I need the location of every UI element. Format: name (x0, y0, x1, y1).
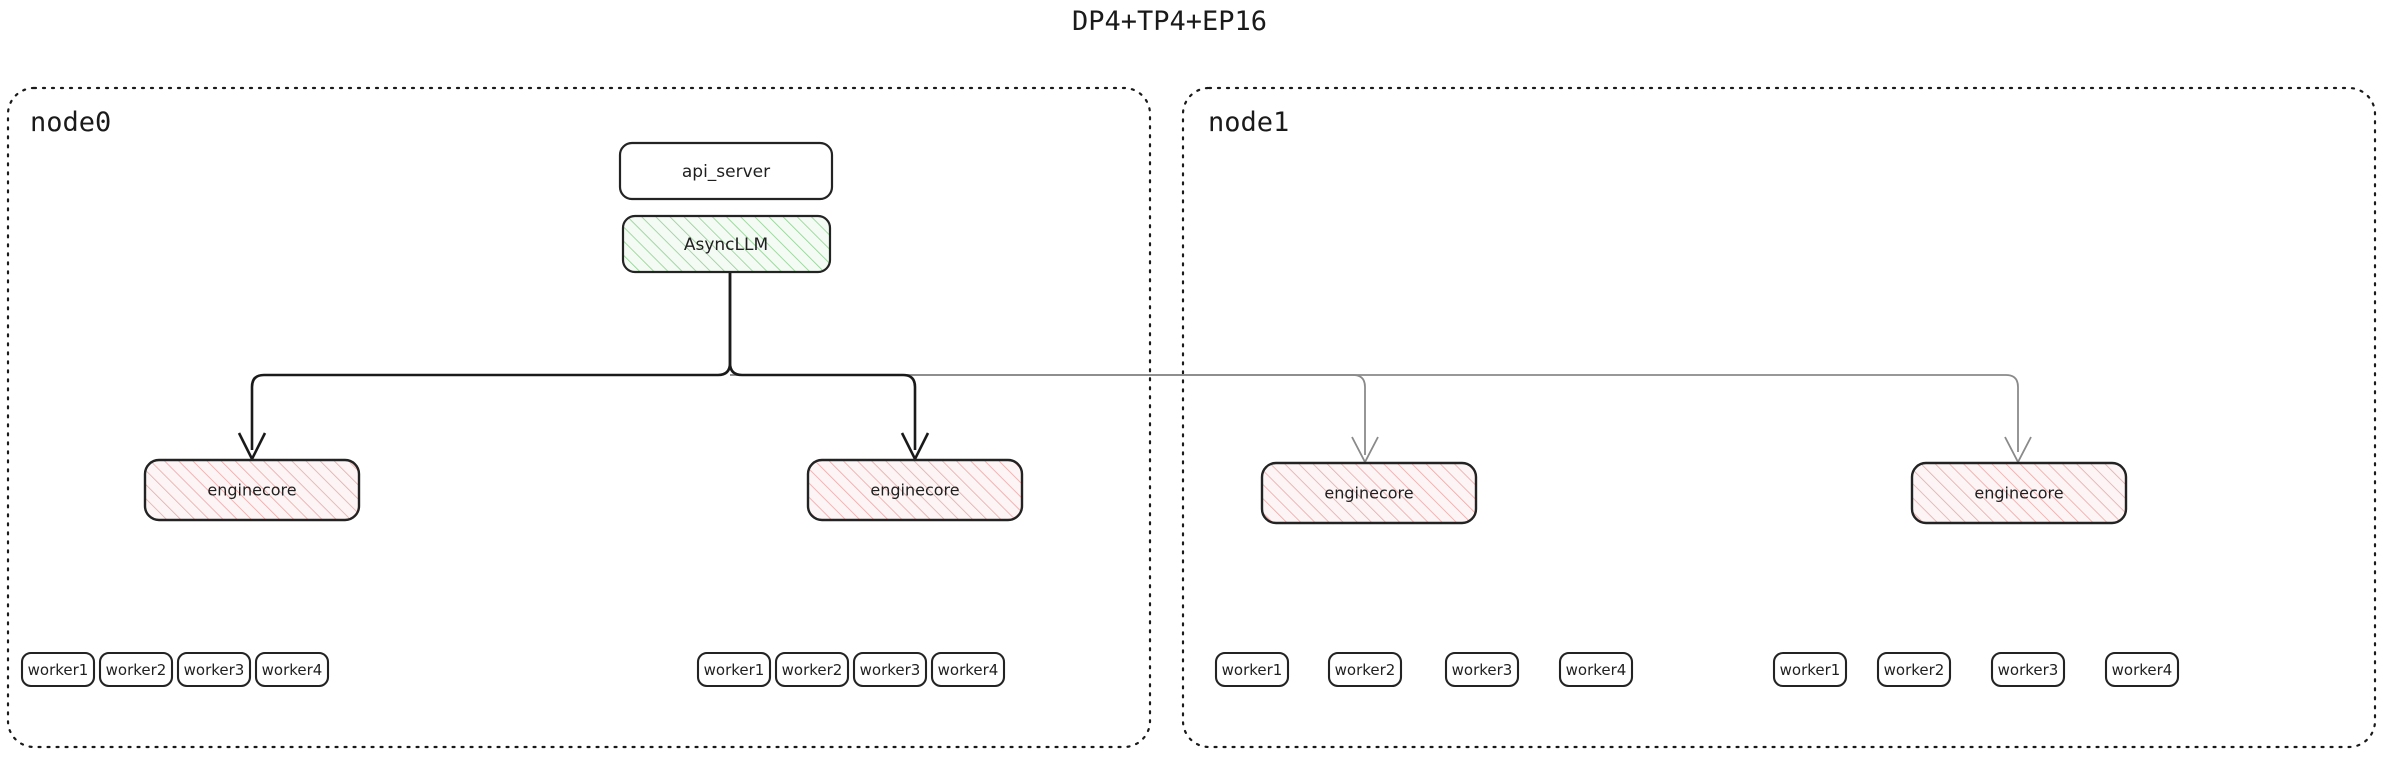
node1-g1-worker-2[interactable]: worker2 (1876, 651, 1952, 688)
node1-g1-worker-2-label: worker2 (1884, 661, 1945, 679)
node0-worker-group-1: worker1 worker2 worker3 worker4 (696, 651, 1006, 688)
async-llm-label: AsyncLLM (684, 235, 768, 255)
node0-container (6, 86, 1152, 749)
node0-enginecore-1[interactable]: enginecore (143, 458, 361, 522)
api-server-box-shape (618, 141, 834, 201)
node1-g0-worker-2-label: worker2 (1335, 661, 1396, 679)
api-server-label: api_server (682, 162, 770, 182)
node1-g0-worker-3-label: worker3 (1452, 661, 1513, 679)
node1-enginecore-2-label: enginecore (1974, 484, 2063, 503)
node1-g0-worker-1[interactable]: worker1 (1214, 651, 1290, 688)
node0-enginecore-2[interactable]: enginecore (806, 458, 1024, 522)
node0-enginecore-2-shape (806, 458, 1024, 522)
node1-g0-worker-2-shape (1327, 651, 1403, 688)
node0-g1-worker-4-label: worker4 (938, 661, 999, 679)
node0-enginecore-2-label: enginecore (870, 481, 959, 500)
node0-g0-worker-4[interactable]: worker4 (254, 651, 330, 688)
api-server-box[interactable]: api_server (618, 141, 834, 201)
node0-label: node0 (30, 107, 111, 138)
node1-label: node1 (1208, 107, 1289, 138)
node1-worker-group-0: worker1 worker2 worker3 worker4 (1214, 651, 1634, 688)
node1-g1-worker-1-label: worker1 (1780, 661, 1841, 679)
node0-g0-worker-2-shape (98, 651, 174, 688)
node1-g0-worker-1-label: worker1 (1222, 661, 1283, 679)
node0-g1-worker-3-label: worker3 (860, 661, 921, 679)
node0-g0-worker-3-shape (176, 651, 252, 688)
node1-g0-worker-4-shape (1558, 651, 1634, 688)
node1-g0-worker-3-shape (1444, 651, 1520, 688)
node1-g1-worker-3[interactable]: worker3 (1990, 651, 2066, 688)
node1-g1-worker-4[interactable]: worker4 (2104, 651, 2180, 688)
node0-g0-worker-2-label: worker2 (106, 661, 167, 679)
node1-container (1181, 86, 2377, 749)
node0-g1-worker-2[interactable]: worker2 (774, 651, 850, 688)
node0-g1-worker-2-shape (774, 651, 850, 688)
node1-enginecore-1-shape (1260, 461, 1478, 525)
node0-g0-worker-1[interactable]: worker1 (20, 651, 96, 688)
node1-worker-group-1: worker1 worker2 worker3 worker4 (1772, 651, 2180, 688)
node1-enginecore-1[interactable]: enginecore (1260, 461, 1478, 525)
node1-enginecore-2[interactable]: enginecore (1910, 461, 2128, 525)
node0-g0-worker-1-shape (20, 651, 96, 688)
edge-to-node1-enginecore2 (730, 374, 2019, 452)
node0-enginecore-1-label: enginecore (207, 481, 296, 500)
node1-g1-worker-2-shape (1876, 651, 1952, 688)
node1-g0-worker-1-shape (1214, 651, 1290, 688)
page-title: DP4+TP4+EP16 (1072, 6, 1267, 37)
node1-g0-worker-4-label: worker4 (1566, 661, 1627, 679)
node0-g1-worker-1-label: worker1 (704, 661, 765, 679)
node0-g1-worker-1[interactable]: worker1 (696, 651, 772, 688)
node1-g1-worker-1-shape (1772, 651, 1848, 688)
node1-enginecore-2-shape (1910, 461, 2128, 525)
node0-worker-group-0: worker1 worker2 worker3 worker4 (20, 651, 330, 688)
node0-g0-worker-3-label: worker3 (184, 661, 245, 679)
node0-g1-worker-3-shape (852, 651, 928, 688)
async-llm-box-shape (621, 214, 832, 274)
node1-g0-worker-2[interactable]: worker2 (1327, 651, 1403, 688)
node0-g0-worker-1-label: worker1 (28, 661, 89, 679)
async-llm-box[interactable]: AsyncLLM (621, 214, 832, 274)
node0-enginecore-1-shape (143, 458, 361, 522)
node0-g0-worker-4-shape (254, 651, 330, 688)
node0-g1-worker-4[interactable]: worker4 (930, 651, 1006, 688)
node0-g1-worker-3[interactable]: worker3 (852, 651, 928, 688)
node1-g1-worker-3-label: worker3 (1998, 661, 2059, 679)
edge-to-node1-enginecore1 (730, 374, 1366, 455)
node1-g0-worker-4[interactable]: worker4 (1558, 651, 1634, 688)
node0-g1-worker-2-label: worker2 (782, 661, 843, 679)
node1-g1-worker-3-shape (1990, 651, 2066, 688)
edge-asyncllm-to-enginecore2 (728, 272, 917, 450)
node1-g0-worker-3[interactable]: worker3 (1444, 651, 1520, 688)
node1-g1-worker-4-label: worker4 (2112, 661, 2173, 679)
node0-g0-worker-3[interactable]: worker3 (176, 651, 252, 688)
node0-g0-worker-2[interactable]: worker2 (98, 651, 174, 688)
node0-g1-worker-4-shape (930, 651, 1006, 688)
node0-g1-worker-1-shape (696, 651, 772, 688)
node1-g1-worker-1[interactable]: worker1 (1772, 651, 1848, 688)
node1-enginecore-1-label: enginecore (1324, 484, 1413, 503)
node1-g1-worker-4-shape (2104, 651, 2180, 688)
node0-g0-worker-4-label: worker4 (262, 661, 323, 679)
